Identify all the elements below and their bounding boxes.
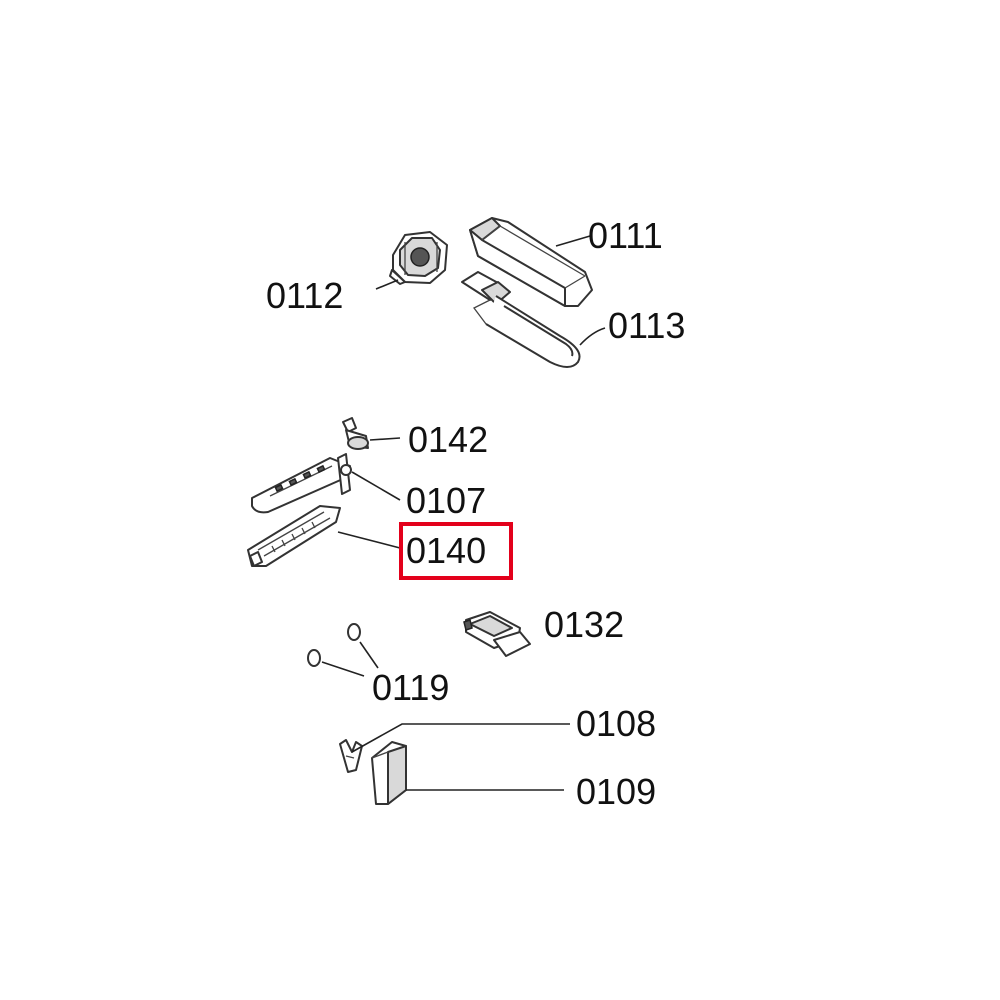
spacer-caps-drawing	[307, 623, 361, 667]
leader-0119-b	[321, 661, 365, 677]
u-tube-drawing	[461, 271, 581, 368]
part-label-0132: 0132	[544, 604, 624, 645]
leader-0111	[555, 235, 591, 247]
part-label-0108: 0108	[576, 703, 656, 744]
leader-0113	[579, 327, 606, 346]
highlight-box	[399, 522, 513, 580]
part-label-0111: 0111	[588, 215, 663, 256]
rail-drawing	[247, 505, 341, 567]
lamp-cover-drawing	[469, 217, 593, 307]
slotted-bracket-drawing	[251, 453, 352, 514]
leader-0119-a	[359, 641, 379, 669]
part-label-0140: 0140	[406, 530, 486, 571]
part-label-0119: 0119	[372, 667, 449, 708]
connector-drawing	[463, 611, 531, 657]
leader-0112	[375, 279, 399, 290]
part-label-0113: 0113	[608, 305, 685, 346]
part-label-0112: 0112	[266, 275, 343, 316]
clip-screw-drawing	[342, 417, 369, 450]
leader-0142	[369, 437, 401, 441]
leader-0140	[337, 531, 401, 549]
part-label-0109: 0109	[576, 771, 656, 812]
part-label-0107: 0107	[406, 480, 486, 521]
block-pad-drawing	[371, 741, 407, 805]
leader-0108	[351, 723, 570, 753]
leader-0107	[351, 471, 401, 501]
small-clip-drawing	[339, 739, 363, 773]
lamp-socket-drawing	[389, 231, 448, 285]
part-label-0142: 0142	[408, 419, 488, 460]
